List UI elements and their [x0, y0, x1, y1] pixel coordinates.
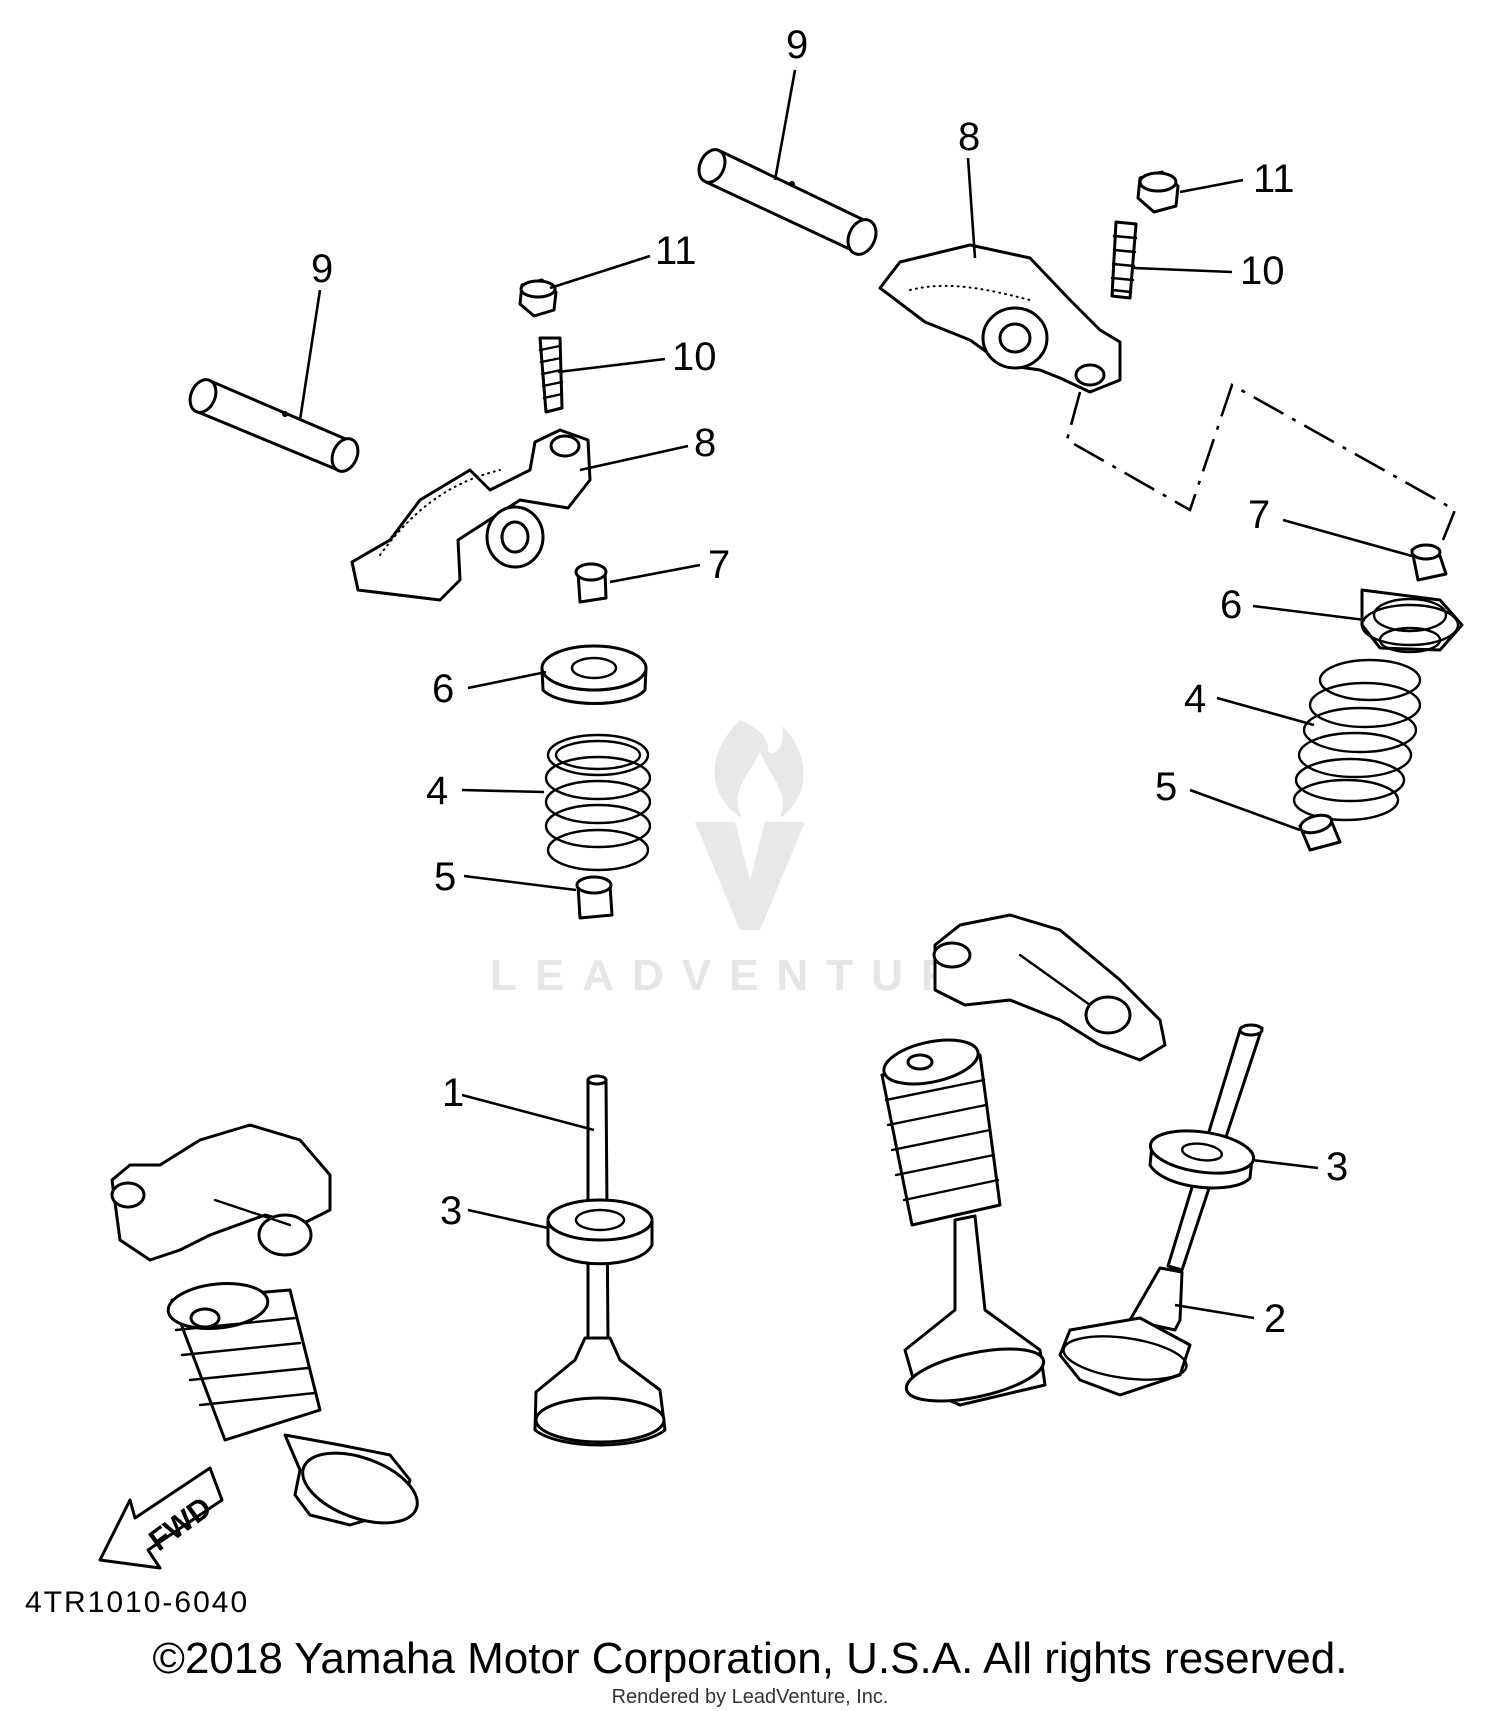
drawing-code: 4TR1010-6040: [25, 1586, 249, 1619]
callout-7-right: 7: [1248, 493, 1270, 537]
rocker-arm-assembled-right: [932, 913, 1167, 1062]
callout-2: 2: [1264, 1297, 1286, 1341]
callout-6-right: 6: [1220, 583, 1242, 627]
callout-10-left: 10: [672, 335, 717, 379]
callout-5-right: 5: [1155, 765, 1177, 809]
locknut-left: [518, 278, 558, 318]
callout-4-right: 4: [1184, 677, 1206, 721]
valve-spring-assembled-left: [166, 1282, 419, 1527]
callout-8-top: 8: [958, 115, 980, 159]
spring-seat-right: [1148, 1129, 1256, 1190]
valve-adjuster-right: [1110, 220, 1138, 300]
callout-10-right: 10: [1240, 249, 1285, 293]
callout-3-left: 3: [440, 1189, 462, 1233]
callout-5-left: 5: [434, 855, 456, 899]
callout-4-left: 4: [426, 769, 448, 813]
exhaust-valve: [1058, 1023, 1264, 1397]
spring-seat-left: [546, 1198, 654, 1266]
leadventure-watermark: LEADVENTURE: [490, 720, 1018, 1000]
callout-1: 1: [442, 1071, 464, 1115]
callout-11-right: 11: [1253, 157, 1295, 201]
watermark-text: LEADVENTURE: [490, 951, 1018, 1000]
callout-9-top: 9: [786, 23, 808, 67]
valve-spring-assembled-right: [880, 1038, 1047, 1407]
callout-3-right: 3: [1326, 1145, 1348, 1189]
locknut-right: [1136, 170, 1180, 214]
valve-spring-right: [1292, 658, 1422, 822]
leader-lines: [298, 69, 1413, 1320]
spring-retainer-left: [540, 644, 648, 705]
rocker-shaft-top: [697, 148, 878, 256]
valve-cotter-right: [1410, 543, 1448, 582]
callout-labels: 9 9 8 11 10 11 10 8 7 7 6 4 5 6 4 5 1 3 …: [311, 23, 1348, 1341]
alignment-lines: [1065, 383, 1457, 541]
callout-8-left: 8: [694, 421, 716, 465]
valve-stem-seal-right: [1298, 813, 1342, 852]
callout-6-left: 6: [432, 667, 454, 711]
rocker-arm-left: [350, 428, 592, 602]
valve-adjuster-left: [538, 336, 564, 414]
spring-retainer-right: [1360, 588, 1464, 654]
rocker-arm-right: [878, 243, 1122, 394]
forward-arrow-icon: FWD: [98, 1466, 224, 1570]
valve-stem-seal-left: [575, 875, 614, 920]
valve-cotter-left: [574, 562, 608, 604]
callout-9-left: 9: [311, 247, 333, 291]
rocker-shaft-left: [188, 378, 360, 473]
rendered-by-credit: Rendered by LeadVenture, Inc.: [611, 1686, 889, 1708]
valve-spring-left: [544, 733, 652, 872]
callout-11-left: 11: [655, 229, 697, 273]
rocker-arm-assembled-left: [110, 1123, 332, 1262]
callout-7-left: 7: [708, 543, 730, 587]
copyright-notice: ©2018 Yamaha Motor Corporation, U.S.A. A…: [152, 1634, 1348, 1683]
